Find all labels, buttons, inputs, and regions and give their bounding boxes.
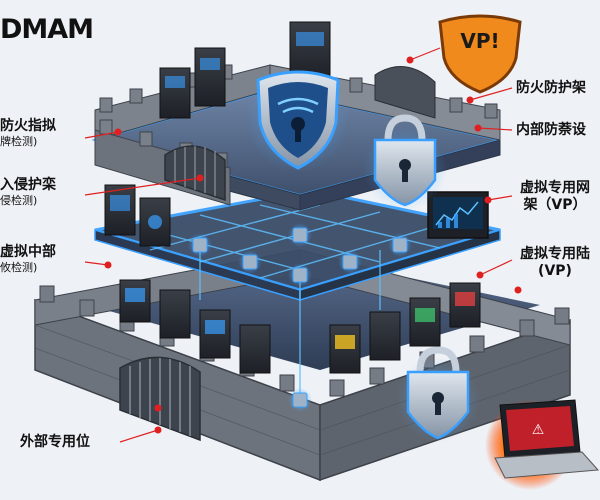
shield-icon bbox=[246, 68, 350, 172]
markers-right bbox=[406, 56, 522, 294]
label-right-3: 虚拟专用网 架（VP） bbox=[520, 180, 590, 213]
label-right-1: 防火防护架 bbox=[516, 80, 586, 96]
vp-badge-label: VP! bbox=[460, 29, 500, 53]
bottom-servers bbox=[119, 279, 481, 374]
top-server-2 bbox=[194, 47, 226, 107]
svg-text:⚠: ⚠ bbox=[532, 422, 545, 438]
bottom-gate bbox=[119, 356, 201, 442]
network-nodes bbox=[188, 223, 412, 412]
label-right-2: 内部防萘设 bbox=[516, 122, 586, 138]
padlock-icon-lower bbox=[396, 346, 480, 442]
monitor-dashboard bbox=[427, 191, 489, 239]
brand-logo: DMAM bbox=[0, 14, 94, 45]
label-left-3: 虚拟中部 攸检测) bbox=[0, 244, 56, 274]
leader-lines-left bbox=[84, 131, 201, 443]
top-server-1 bbox=[159, 67, 191, 119]
label-right-4: 虚拟专用陆 (VP) bbox=[520, 246, 590, 279]
vp-badge-icon bbox=[438, 14, 522, 94]
label-left-4: 外部专用位 bbox=[20, 434, 90, 450]
markers-left bbox=[104, 128, 204, 434]
padlock-icon bbox=[363, 114, 447, 210]
label-left-1: 防火指拟 牌检测) bbox=[0, 118, 56, 148]
leader-lines-right bbox=[409, 47, 513, 276]
label-left-2: 入侵护栾 侵检测) bbox=[0, 177, 56, 207]
laptop-alert-icon: ⚠ bbox=[485, 399, 600, 490]
middle-tier bbox=[94, 184, 501, 412]
